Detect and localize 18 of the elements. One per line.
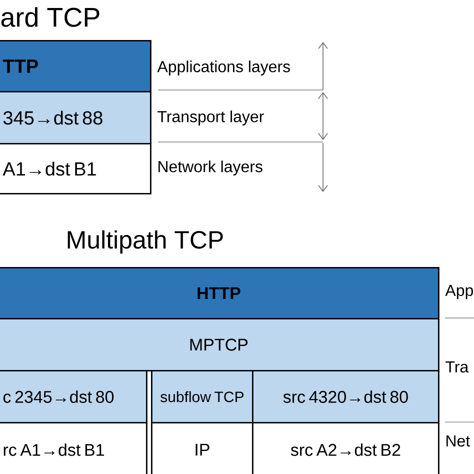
table-cell: rc A1→dst B1 [0, 422, 148, 474]
layer-label: Applications layers [157, 60, 290, 76]
table-cell: src A2→dst B2 [252, 422, 440, 474]
layer-label: Tra [446, 361, 469, 373]
layer-label: Network layers [158, 160, 262, 176]
table-cell: HTTP [0, 267, 440, 320]
layer-label: App [445, 284, 473, 300]
table-cell: A1→dst B1 [0, 143, 152, 194]
layer-label: Transport layer [158, 110, 264, 126]
section-title: ard TCP [1, 7, 100, 27]
table-cell: subflow TCP [151, 370, 254, 424]
table-cell: src 4320→dst 80 [252, 370, 440, 424]
table-cell: TTP [0, 40, 152, 92]
table-cell: 345→dst 88 [0, 91, 152, 144]
layer-label: Net [446, 435, 470, 447]
table-cell: c 2345→dst 80 [0, 370, 148, 424]
table-cell: IP [151, 422, 254, 474]
section-title: Multipath TCP [68, 230, 223, 254]
